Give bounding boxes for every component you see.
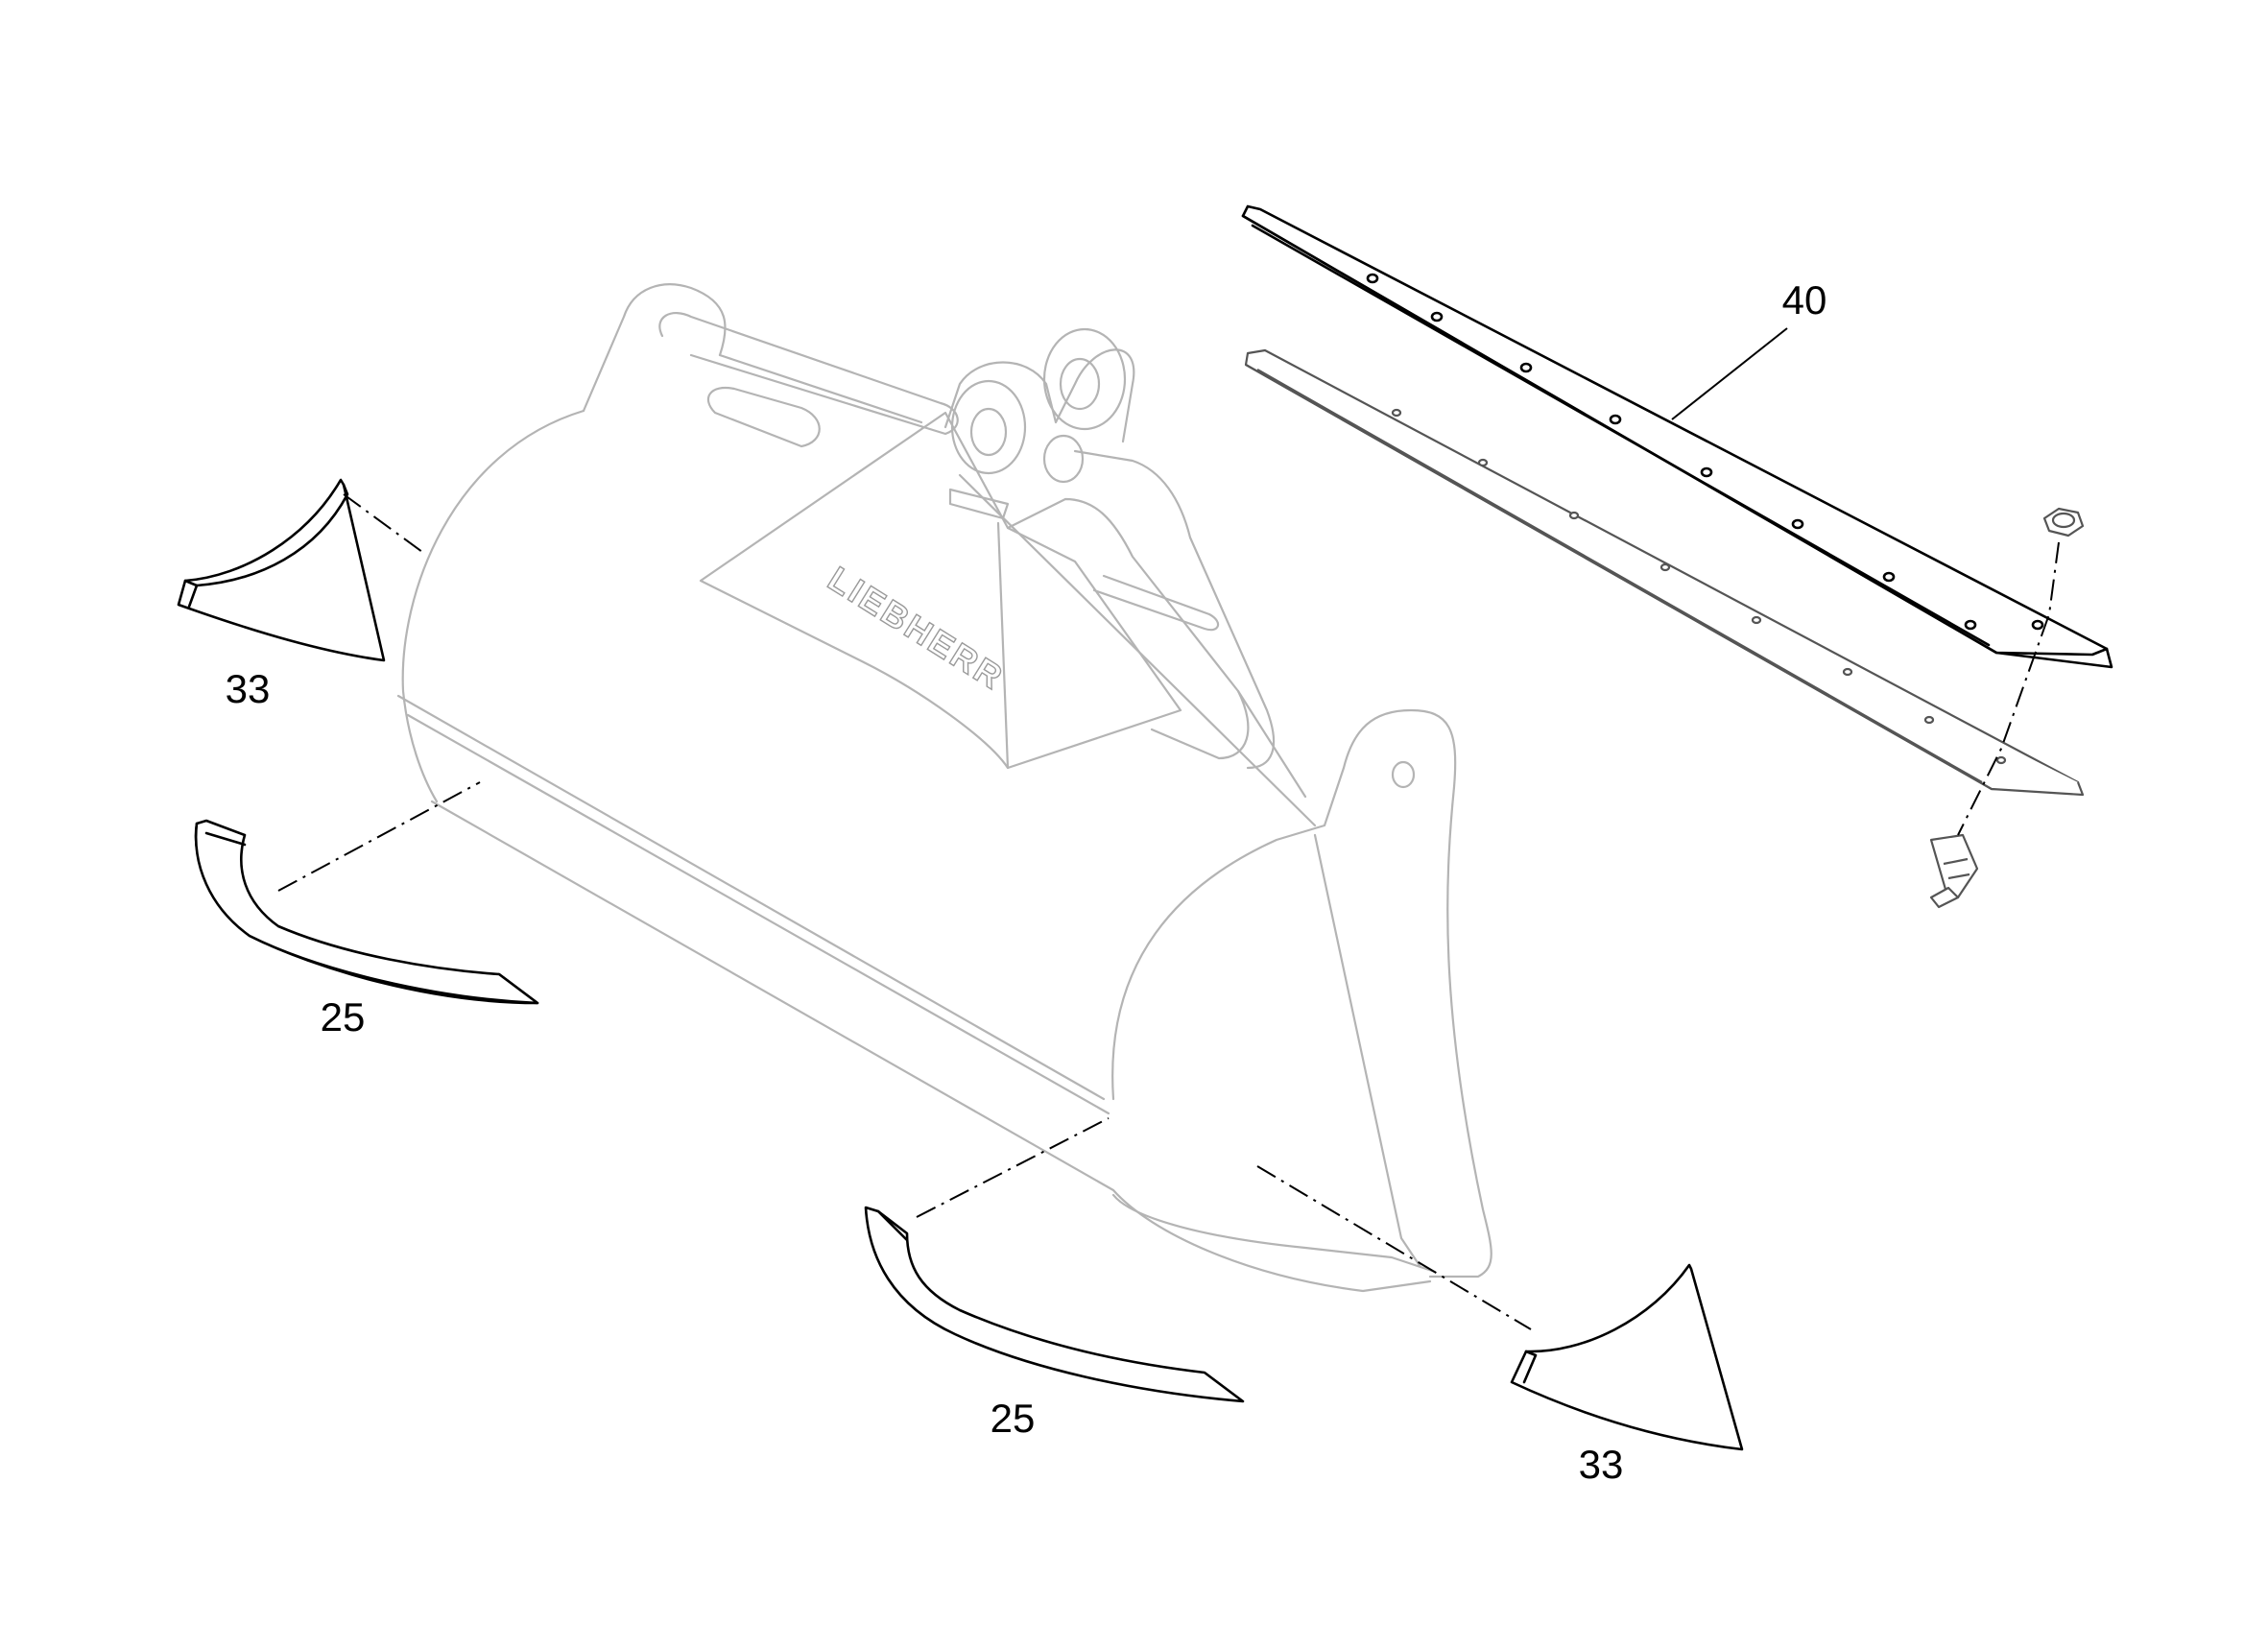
callout-25-bottom: 25 xyxy=(990,1396,1036,1441)
strip-bottom-axis xyxy=(916,1117,1110,1218)
part-25-left-strip xyxy=(194,819,539,1005)
bucket-center-plate xyxy=(699,411,1182,770)
bracket-left-lug xyxy=(706,386,821,448)
bucket-cutting-lip xyxy=(1111,1193,1437,1274)
strip-bottom-body xyxy=(864,1206,1245,1403)
bucket-upper-contour xyxy=(718,353,923,424)
strip-bottom-bevel xyxy=(876,1209,909,1242)
bolt xyxy=(1929,833,1979,909)
base-edge-bar xyxy=(1244,348,2085,797)
bucket-body xyxy=(396,283,1492,1293)
part-33-right-guard xyxy=(1510,1263,1744,1451)
strip-left-bevel xyxy=(204,831,247,847)
leader-40 xyxy=(1671,327,1788,420)
bucket-slot xyxy=(1092,574,1220,632)
callout-40: 40 xyxy=(1781,277,1827,323)
guard-left-outline xyxy=(177,478,386,662)
hinge-bracket-outline xyxy=(943,348,1135,443)
strip-left-body xyxy=(194,819,539,1005)
bracket-right-arm-2 xyxy=(1073,449,1276,770)
bucket-side-plate-inner xyxy=(1313,833,1422,1269)
guard-right-outline xyxy=(1510,1263,1744,1451)
bucket-center-ridge xyxy=(996,521,1010,770)
bolt-axis-line xyxy=(1957,541,2060,836)
hinge-eye-2-hole xyxy=(1059,357,1101,411)
part-40-cutting-edge xyxy=(1241,204,2113,669)
callout-33-left: 33 xyxy=(225,666,271,711)
bucket-lower-edge xyxy=(430,800,1432,1293)
hinge-eye-3 xyxy=(1042,434,1085,484)
hinge-eye-1-hole xyxy=(969,407,1008,457)
callout-25-left: 25 xyxy=(320,994,366,1040)
strip-left-axis xyxy=(277,781,481,892)
brand-logo-text: LIEBHERR xyxy=(822,559,1012,698)
bucket-lug-hole xyxy=(1391,760,1416,789)
base-bar-front xyxy=(1245,364,2085,797)
base-bar-holes xyxy=(1391,408,2007,765)
bucket-bottom-edge xyxy=(396,694,1106,1101)
guard-left-axis xyxy=(343,493,423,553)
hinge-collar xyxy=(948,488,1010,520)
base-bar-inner xyxy=(1256,369,1983,783)
bucket-side-plate xyxy=(1111,708,1492,1279)
guard-right-edge xyxy=(1522,1350,1538,1384)
bracket-left xyxy=(582,283,727,413)
guard-right-axis xyxy=(1256,1165,1532,1330)
edge-bar-holes xyxy=(1366,273,2044,631)
pin-left xyxy=(658,312,959,436)
callout-33-right: 33 xyxy=(1578,1442,1624,1487)
bracket-right-arm xyxy=(1006,497,1250,760)
bucket-shell-outline xyxy=(401,409,585,803)
hex-nut xyxy=(2042,507,2085,538)
hinge-eye-1 xyxy=(950,379,1027,475)
bucket-bottom-edge-inner xyxy=(406,713,1110,1115)
part-25-bottom-strip xyxy=(864,1206,1245,1403)
guard-left-edge xyxy=(195,483,349,587)
bucket-mid-contour xyxy=(1236,689,1307,799)
edge-bar-bevel xyxy=(1251,224,1991,647)
part-33-left-guard xyxy=(177,478,386,662)
hinge-eye-2 xyxy=(1042,327,1127,431)
